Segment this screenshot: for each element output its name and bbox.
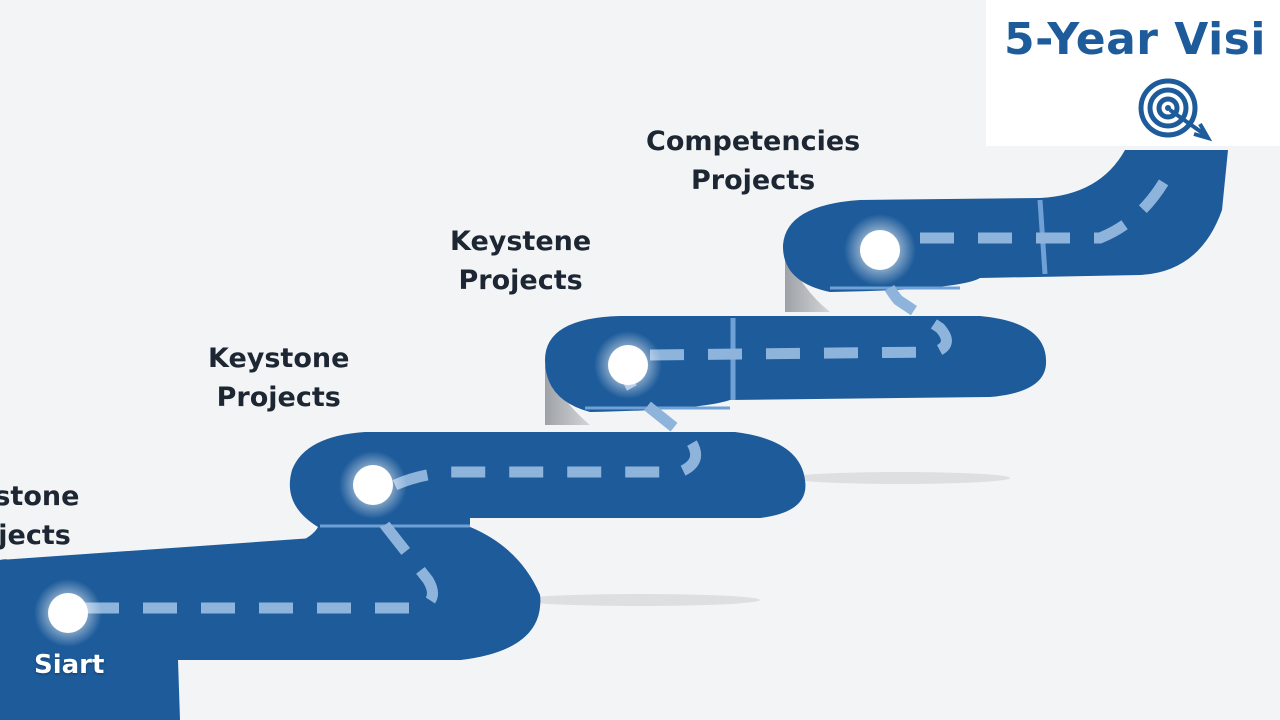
- node-2: [594, 331, 662, 399]
- target-icon: [1138, 78, 1213, 142]
- milestone-label-2-line2: Projects: [216, 382, 341, 413]
- node-1: [339, 451, 407, 519]
- node-start: [34, 579, 102, 647]
- center-dashes: [85, 177, 1170, 614]
- vision-panel: 5-Year Visi: [986, 0, 1280, 146]
- node-3: [844, 214, 916, 286]
- milestone-label-2: Keystone Projects: [208, 339, 349, 417]
- road-tier-3: [545, 316, 1047, 412]
- milestone-label-1-line2: Projects: [0, 520, 71, 551]
- vision-title: 5-Year Visi: [1004, 14, 1266, 65]
- milestone-label-3: Keystene Projects: [450, 222, 591, 300]
- start-label: Siart: [34, 650, 105, 680]
- milestone-label-4-line2: Projects: [691, 165, 816, 196]
- tier-risers: [545, 250, 830, 425]
- floor-shadows: [520, 472, 1010, 606]
- road-tier-2: [289, 432, 806, 527]
- milestone-label-1: Keystone Projects: [0, 477, 79, 555]
- milestone-nodes: [34, 214, 916, 647]
- milestone-label-4-line1: Competencies: [646, 126, 861, 157]
- milestone-label-4: Competencies Projects: [646, 122, 860, 200]
- milestone-label-3-line2: Projects: [458, 265, 583, 296]
- milestone-label-2-line1: Keystone: [208, 343, 350, 374]
- milestone-label-1-line1: Keystone: [0, 481, 80, 512]
- milestone-label-3-line1: Keystene: [450, 226, 592, 257]
